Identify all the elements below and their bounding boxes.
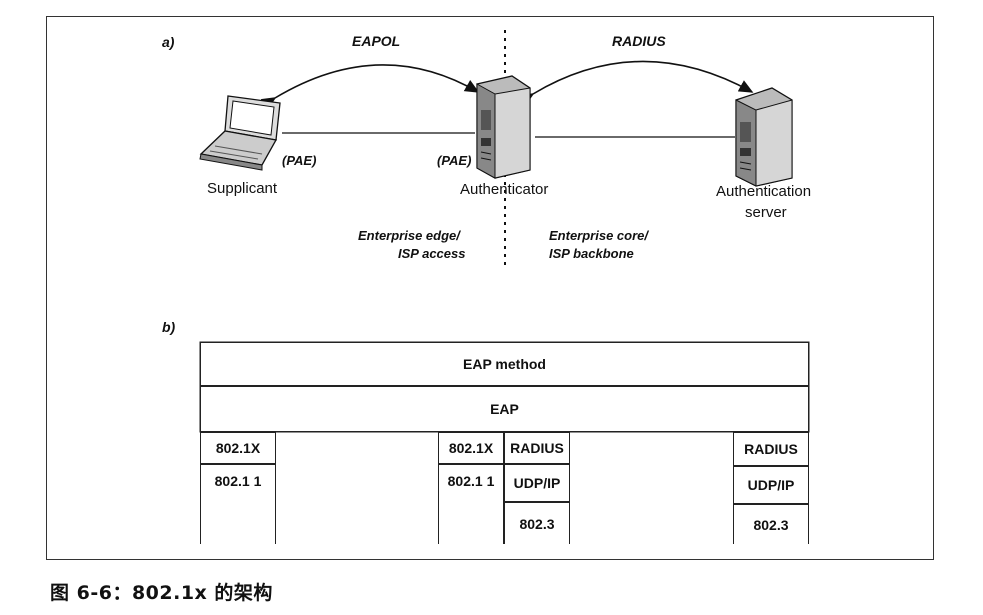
figure-frame — [46, 16, 934, 560]
enterprise-core-label-line1: Enterprise core/ — [549, 228, 648, 243]
authenticator-pae-label: (PAE) — [437, 153, 472, 168]
eapol-arrow — [260, 64, 480, 111]
radius-label: RADIUS — [612, 33, 666, 49]
eapol-label: EAPOL — [352, 33, 401, 49]
section-b-label: b) — [162, 319, 176, 335]
right-udpip-layer: UDP/IP — [733, 466, 809, 504]
authenticator-tower-icon — [476, 75, 531, 179]
enterprise-edge-label-line2: ISP access — [398, 246, 466, 261]
auth-server-label-line1: Authentication — [716, 183, 812, 200]
eap-layer: EAP — [200, 386, 809, 432]
radius-arrow — [518, 60, 754, 107]
section-a-label: a) — [162, 34, 175, 50]
auth-server-tower-icon — [735, 87, 793, 187]
right-radius-layer: RADIUS — [733, 432, 809, 466]
middle-8023-layer: 802.3 — [504, 502, 570, 544]
laptop-icon — [199, 95, 281, 171]
middle-udpip-layer: UDP/IP — [504, 464, 570, 502]
auth-server-label-line2: server — [745, 204, 787, 221]
supplicant-pae-label: (PAE) — [282, 153, 317, 168]
figure-caption: 图 6-6：802.1x 的架构 — [50, 582, 273, 604]
enterprise-core-label-line2: ISP backbone — [549, 246, 634, 261]
enterprise-edge-label-line1: Enterprise edge/ — [358, 228, 460, 243]
supplicant-label: Supplicant — [207, 180, 278, 197]
middle-radius-layer: RADIUS — [504, 432, 570, 464]
right-8023-layer: 802.3 — [733, 504, 809, 544]
left-80211-layer: 802.1 1 — [200, 464, 276, 544]
middle-80211-layer: 802.1 1 — [438, 464, 504, 544]
left-8021x-layer: 802.1X — [200, 432, 276, 464]
eap-method-layer: EAP method — [200, 342, 809, 386]
authenticator-label: Authenticator — [460, 181, 549, 198]
middle-8021x-layer: 802.1X — [438, 432, 504, 464]
